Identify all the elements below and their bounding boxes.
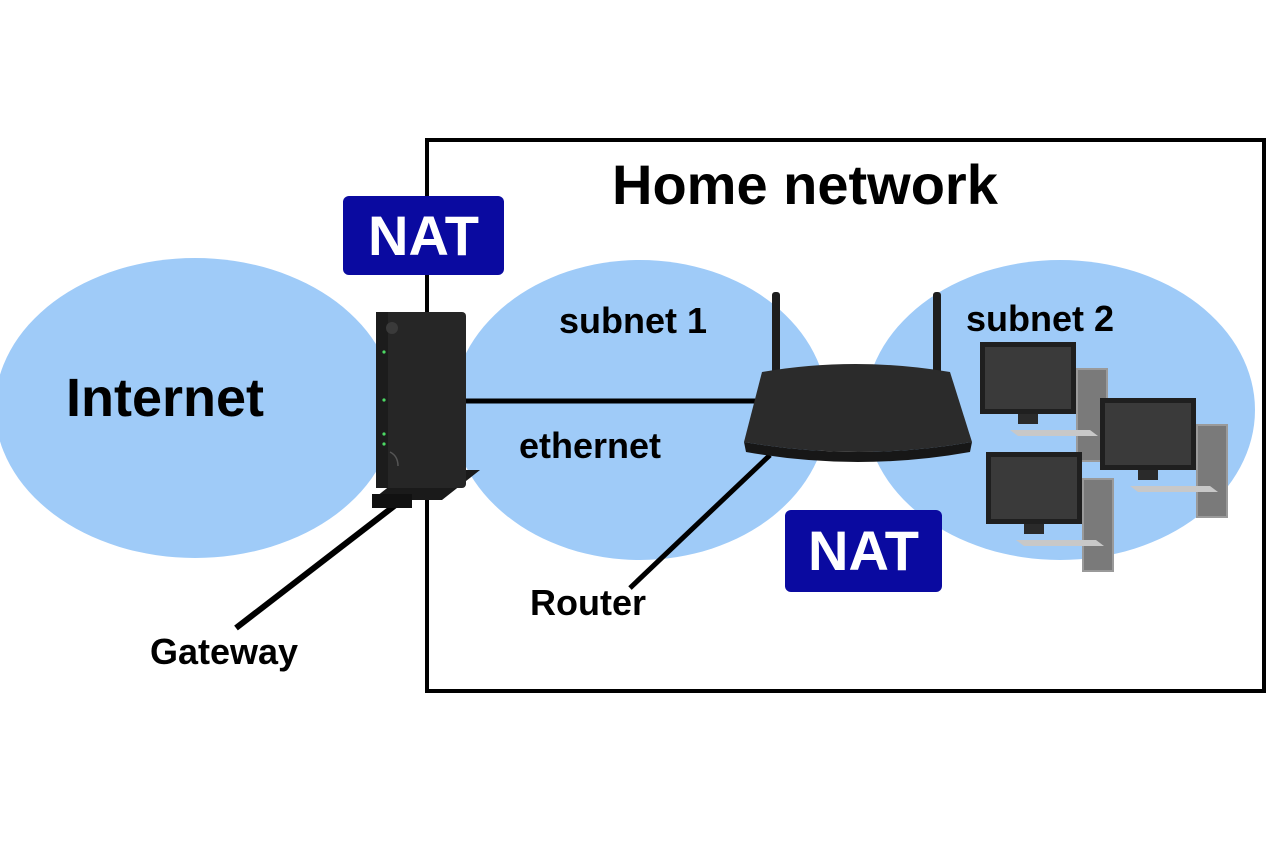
subnet2-label: subnet 2 (966, 298, 1115, 339)
gateway-device-icon (372, 312, 480, 508)
router-pointer (628, 453, 772, 590)
router-device-icon (744, 292, 972, 462)
gateway-label: Gateway (150, 631, 299, 672)
internet-label: Internet (66, 368, 265, 428)
ethernet-label: ethernet (519, 425, 662, 466)
internet-cloud (0, 258, 395, 558)
home-network-title: Home network (612, 153, 998, 216)
computer-icon (986, 452, 1114, 572)
nat-badge-router: NAT (785, 510, 942, 592)
subnet1-cloud (452, 260, 828, 560)
router-label: Router (530, 582, 646, 623)
computer-icon (1100, 398, 1228, 518)
nat-badge-gateway: NAT (343, 196, 504, 275)
gateway-pointer (234, 497, 404, 631)
subnet1-label: subnet 1 (559, 300, 708, 341)
